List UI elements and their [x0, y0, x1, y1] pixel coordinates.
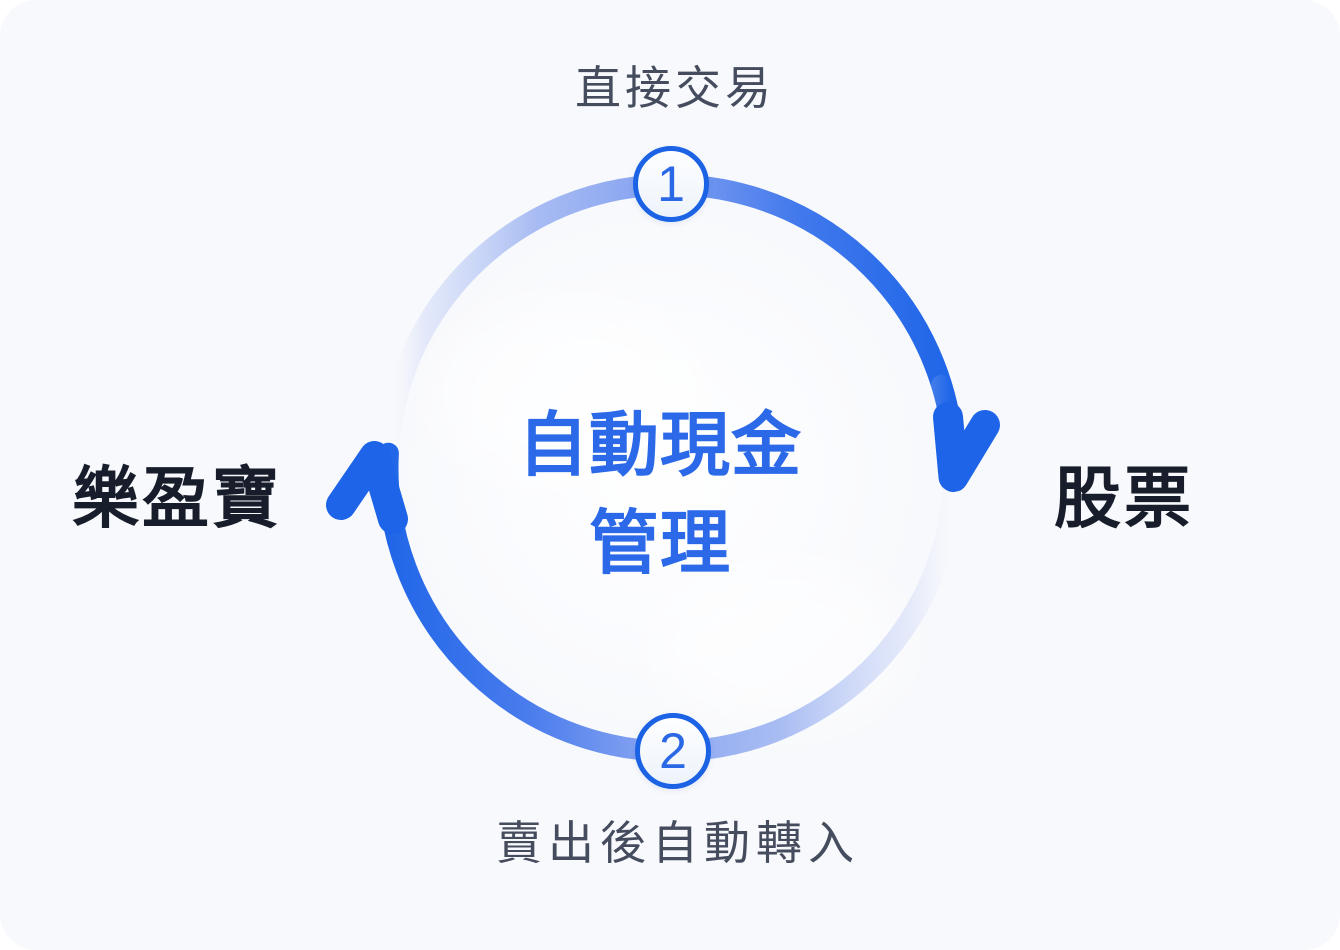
bottom-step-label: 賣出後自動轉入 [496, 817, 860, 869]
soft-highlight-blob [650, 560, 910, 730]
step-1-number: 1 [657, 156, 685, 212]
center-title-line2: 管理 [589, 504, 731, 582]
center-title: 自動現金 管理 [518, 396, 802, 592]
right-node-label: 股票 [1054, 461, 1194, 537]
step-2-number: 2 [659, 723, 687, 779]
left-node-label: 樂盈寶 [72, 461, 282, 537]
step-2-badge: 2 [635, 713, 711, 789]
center-title-line1: 自動現金 [518, 406, 802, 484]
top-step-label: 直接交易 [575, 62, 775, 114]
arrowhead-right-icon [933, 402, 1000, 492]
step-1-badge: 1 [633, 146, 709, 222]
arrowhead-left-icon [326, 441, 408, 534]
soft-highlight-blob [430, 300, 710, 490]
